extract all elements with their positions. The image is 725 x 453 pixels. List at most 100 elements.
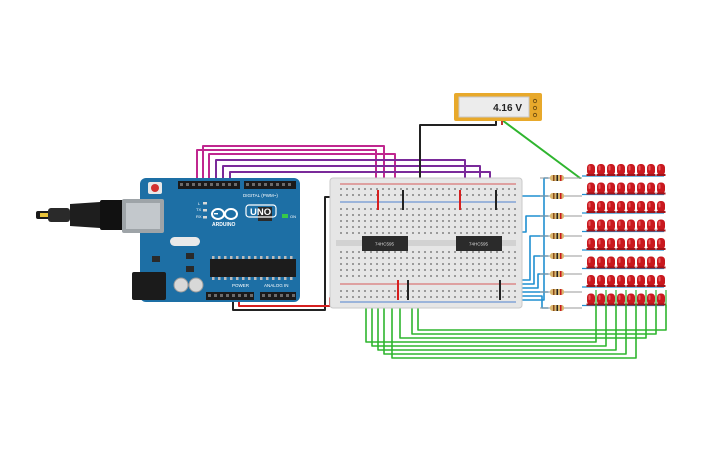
led[interactable] <box>606 182 616 195</box>
breadboard[interactable]: 74HC595 74HC595 <box>329 177 523 309</box>
led[interactable] <box>626 256 636 269</box>
led[interactable] <box>626 219 636 232</box>
shift-register-1[interactable]: 74HC595 <box>362 236 408 251</box>
led[interactable] <box>636 201 646 213</box>
led[interactable] <box>626 293 636 306</box>
arduino-uno-board[interactable]: DIGITAL (PWM~) ARDUINO UNO TX RX L ON <box>36 178 300 302</box>
led[interactable] <box>596 293 606 306</box>
breadboard-channel <box>336 240 516 246</box>
led[interactable] <box>616 164 626 176</box>
led[interactable] <box>636 238 646 250</box>
chip-2-label: 74HC595 <box>469 242 489 247</box>
rx-label: RX <box>196 214 202 219</box>
led[interactable] <box>596 164 606 176</box>
led[interactable] <box>646 238 656 250</box>
led[interactable] <box>616 182 626 195</box>
digital-pins <box>180 183 291 186</box>
led[interactable] <box>636 164 646 176</box>
led[interactable] <box>606 275 616 287</box>
crystal <box>170 237 200 246</box>
led[interactable] <box>586 201 596 213</box>
on-label: ON <box>290 214 296 219</box>
led[interactable] <box>646 293 656 306</box>
wire-data-2[interactable] <box>202 145 385 196</box>
led[interactable] <box>626 164 636 176</box>
led[interactable] <box>646 275 656 287</box>
led[interactable] <box>586 238 596 250</box>
power-jack <box>132 272 166 300</box>
led[interactable] <box>636 293 646 306</box>
led[interactable] <box>586 164 596 176</box>
led[interactable] <box>646 256 656 269</box>
led[interactable] <box>586 275 596 287</box>
led[interactable] <box>606 238 616 250</box>
led[interactable] <box>616 293 626 306</box>
on-led <box>282 214 288 218</box>
digital-label: DIGITAL (PWM~) <box>243 193 278 198</box>
led[interactable] <box>656 238 666 250</box>
led[interactable] <box>656 219 666 232</box>
l-label: L <box>198 201 201 206</box>
led[interactable] <box>656 293 666 306</box>
led[interactable] <box>626 275 636 287</box>
led[interactable] <box>626 238 636 250</box>
led[interactable] <box>616 219 626 232</box>
led[interactable] <box>596 238 606 250</box>
power-header <box>206 292 254 300</box>
led[interactable] <box>596 182 606 195</box>
led[interactable] <box>636 275 646 287</box>
led[interactable] <box>606 256 616 269</box>
arduino-model: UNO <box>250 207 271 218</box>
led[interactable] <box>586 182 596 195</box>
led[interactable] <box>626 182 636 195</box>
led[interactable] <box>616 201 626 213</box>
uno-badge <box>245 204 277 218</box>
led[interactable] <box>646 219 656 232</box>
shift-register-2[interactable]: 74HC595 <box>456 236 502 251</box>
led[interactable] <box>596 275 606 287</box>
capacitor-1 <box>173 277 189 293</box>
led[interactable] <box>596 219 606 232</box>
led[interactable] <box>616 238 626 250</box>
power-label: POWER <box>232 283 250 288</box>
analog-header <box>260 292 296 300</box>
led[interactable] <box>606 201 616 213</box>
wire-meter-black[interactable] <box>419 119 497 188</box>
tx-label: TX <box>196 207 201 212</box>
led[interactable] <box>606 219 616 232</box>
led[interactable] <box>656 275 666 287</box>
led[interactable] <box>656 182 666 195</box>
arduino-brand: ARDUINO <box>212 222 235 228</box>
led[interactable] <box>626 201 636 213</box>
led[interactable] <box>616 256 626 269</box>
led[interactable] <box>636 256 646 269</box>
multimeter-reading: 4.16 V <box>493 103 522 114</box>
multimeter[interactable]: 4.16 V <box>454 93 542 125</box>
led[interactable] <box>646 164 656 176</box>
led[interactable] <box>656 256 666 269</box>
led[interactable] <box>586 293 596 306</box>
wire-data-3[interactable] <box>208 153 396 196</box>
led[interactable] <box>616 275 626 287</box>
led[interactable] <box>596 256 606 269</box>
led[interactable] <box>596 201 606 213</box>
atmega-chip <box>210 259 296 277</box>
led[interactable] <box>656 201 666 213</box>
jumper-stubs <box>377 190 501 300</box>
led[interactable] <box>636 219 646 232</box>
led[interactable] <box>586 219 596 232</box>
capacitor-2 <box>188 277 204 293</box>
led[interactable] <box>606 164 616 176</box>
digital-header-1 <box>178 181 240 189</box>
led-matrix[interactable] <box>582 164 667 308</box>
multimeter-display <box>458 96 530 118</box>
led[interactable] <box>636 182 646 195</box>
led[interactable] <box>646 182 656 195</box>
led[interactable] <box>646 201 656 213</box>
led[interactable] <box>586 256 596 269</box>
wire-meter-green[interactable] <box>501 119 581 179</box>
led[interactable] <box>606 293 616 306</box>
arduino-logo <box>211 208 238 220</box>
led[interactable] <box>656 164 666 176</box>
